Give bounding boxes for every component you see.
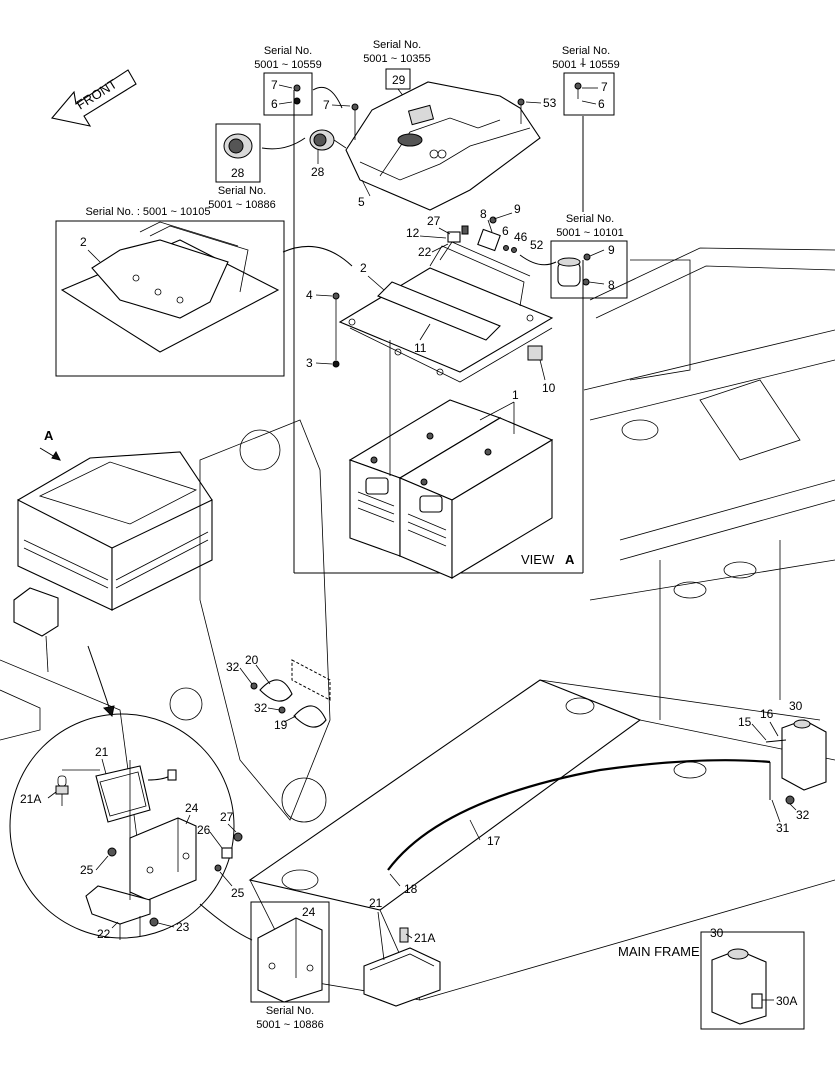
serial-box-relay: Serial No. 5001 ~ 10101 9 8 xyxy=(550,213,628,299)
part-callout-label: 6 xyxy=(598,97,605,111)
part-callout-label: 25 xyxy=(231,886,245,900)
part-callout-label: 5001 ~ 10355 xyxy=(363,53,431,65)
part-callout-label: 22 xyxy=(97,927,111,941)
part-callout-label: Serial No. : 5001 ~ 10105 xyxy=(85,206,210,218)
part-callout-label: 5 xyxy=(358,195,365,209)
front-arrow: FRONT xyxy=(50,69,137,127)
part-callout-label: 9 xyxy=(608,243,615,257)
part-callout-label: 5001 ~ 10886 xyxy=(256,1019,324,1031)
part-callout-label: A xyxy=(44,428,54,443)
part-callout-label: 1 xyxy=(512,388,519,402)
serial-box-tank: 30 30A xyxy=(700,926,805,1030)
part-callout-label: 17 xyxy=(487,834,501,848)
part-callout-label: 10 xyxy=(542,381,556,395)
part-callout-label: 27 xyxy=(220,810,234,824)
main-frame-label: MAIN FRAME xyxy=(618,944,700,959)
part-callout-label: 6 xyxy=(271,97,278,111)
part-callout-label: 5001 ~ 10886 xyxy=(208,199,276,211)
view-a-frame: VIEW A xyxy=(293,90,584,574)
part-callout-label: 6 xyxy=(502,224,509,238)
part-callout-label: 3 xyxy=(306,356,313,370)
part-callout-label: 7 xyxy=(271,78,278,92)
part-callout-label: 30 xyxy=(710,926,724,940)
part-callout-label: A xyxy=(565,552,575,567)
part-callout-label: 4 xyxy=(306,288,313,302)
part-callout-label: 24 xyxy=(302,905,316,919)
battery-cover-assembly: 5 7 53 28 xyxy=(309,81,557,211)
part-callout-label: 22 xyxy=(418,245,432,259)
part-callout-label: 27 xyxy=(427,214,441,228)
part-callout-label: 5001 ~ 10559 xyxy=(254,59,322,71)
relay-cluster: 27 12 22 8 9 6 46 52 xyxy=(406,202,557,266)
part-callout-label: 28 xyxy=(231,166,245,180)
part-callout-label: Serial No. xyxy=(566,213,614,225)
part-callout-label: 21 xyxy=(95,745,109,759)
serial-box-top-right: Serial No. 5001 ~ 10559 7 6 xyxy=(552,45,620,116)
part-callout-label: 32 xyxy=(254,701,268,715)
main-frame-body: MAIN FRAME xyxy=(0,247,835,1001)
part-callout-label: 15 xyxy=(738,715,752,729)
part-callout-label: 19 xyxy=(274,718,288,732)
part-callout-label: 21 xyxy=(369,896,383,910)
part-callout-label: 5001 ~ 10101 xyxy=(556,227,624,239)
part-callout-label: Serial No. xyxy=(562,45,610,57)
part-callout-label: Serial No. xyxy=(218,185,266,197)
serial-box-top-left: Serial No. 5001 ~ 10559 7 6 xyxy=(254,45,343,116)
part-callout-label: Serial No. xyxy=(264,45,312,57)
part-callout-label: 21A xyxy=(414,931,435,945)
part-callout-label: 32 xyxy=(226,660,240,674)
part-callout-label: 7 xyxy=(323,98,330,112)
part-callout-label: 12 xyxy=(406,226,420,240)
part-callout-label: 30 xyxy=(789,699,803,713)
part-callout-label: 21A xyxy=(20,792,41,806)
part-callout-label: 7 xyxy=(601,80,608,94)
part-callout-label: Serial No. xyxy=(266,1005,314,1017)
part-callout-label: 9 xyxy=(514,202,521,216)
horns: 32 20 32 19 xyxy=(226,653,331,732)
part-callout-label: 26 xyxy=(197,823,211,837)
part-callout-label: 28 xyxy=(311,165,325,179)
part-callout-label: 23 xyxy=(176,920,190,934)
part-callout-label: 31 xyxy=(776,821,790,835)
part-callout-label: 2 xyxy=(360,261,367,275)
machine-battery-box: A xyxy=(13,428,213,673)
part-callout-label: 46 xyxy=(514,230,528,244)
part-callout-label: Serial No. xyxy=(373,39,421,51)
part-callout-label: 2 xyxy=(80,235,87,249)
serial-box-switch: 28 Serial No. 5001 ~ 10886 xyxy=(208,123,306,211)
part-callout-label: 16 xyxy=(760,707,774,721)
washer-tank-assembly: 30 15 16 32 31 17 18 xyxy=(387,699,827,896)
batteries-view-a: 1 xyxy=(348,340,554,579)
part-callout-label: 25 xyxy=(80,863,94,877)
part-callout-label: 8 xyxy=(608,278,615,292)
part-callout-label: 5001 ~ 10559 xyxy=(552,59,620,71)
part-callout-label: 11 xyxy=(414,341,427,355)
part-callout-label: 18 xyxy=(404,882,418,896)
part-callout-label: 8 xyxy=(480,207,487,221)
work-lamp-inset: 21 21A 24 27 26 25 25 22 23 xyxy=(9,645,253,941)
part-callout-label: 53 xyxy=(543,96,557,110)
cover-old-inset: Serial No. : 5001 ~ 10105 2 xyxy=(55,206,353,377)
part-callout-label: 52 xyxy=(530,238,544,252)
part-callout-label: 29 xyxy=(392,73,406,87)
battery-hold-frame: 2 4 3 11 10 xyxy=(306,241,556,395)
part-callout-label: 30A xyxy=(776,994,797,1008)
part-callout-label: 32 xyxy=(796,808,810,822)
serial-box-bracket: 24 Serial No. 5001 ~ 10886 xyxy=(250,901,330,1031)
part-callout-label: 24 xyxy=(185,801,199,815)
part-callout-label: VIEW xyxy=(521,552,555,567)
frame-work-lamp: 21 21A xyxy=(363,896,441,1007)
part-callout-label: 20 xyxy=(245,653,259,667)
